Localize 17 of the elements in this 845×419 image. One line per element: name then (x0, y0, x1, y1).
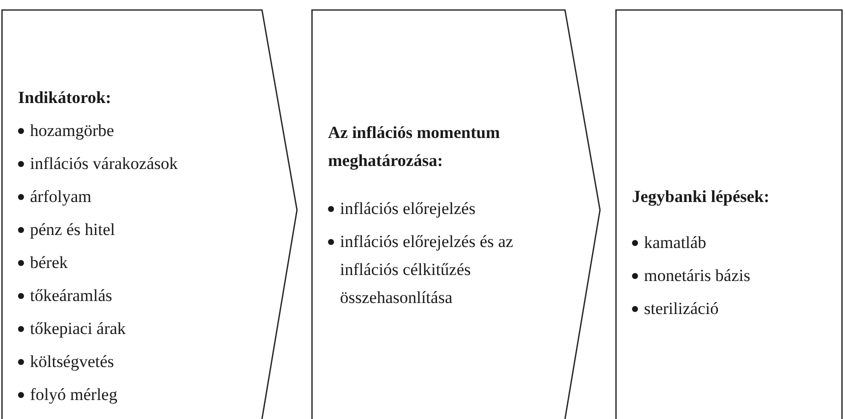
list-item: monetáris bázis (644, 266, 750, 285)
list-item: tőkepiaci árak (30, 319, 126, 338)
list-item: inflációs előrejelzés és az inflációs célkitűzés összehasonlítása (340, 232, 514, 307)
list-item: kamatláb (644, 233, 706, 252)
list-item: bérek (30, 253, 68, 272)
list-item: árfolyam (30, 187, 92, 206)
list-item: tőkeáramlás (30, 286, 112, 305)
list-item: inflációs várakozások (30, 154, 178, 173)
list-item: folyó mérleg (30, 385, 118, 404)
heading: Jegybanki lépések: (632, 186, 770, 208)
list-item: hozamgörbe (30, 121, 114, 140)
list-item: inflációs előrejelzés (340, 199, 476, 218)
list-item: pénz és hitel (30, 220, 115, 239)
heading: Az inflációs momentum meghatározása: (328, 122, 501, 172)
heading: Indikátorok: (18, 87, 112, 109)
list-item: költségvetés (30, 352, 114, 371)
list-item: sterilizáció (644, 299, 719, 318)
